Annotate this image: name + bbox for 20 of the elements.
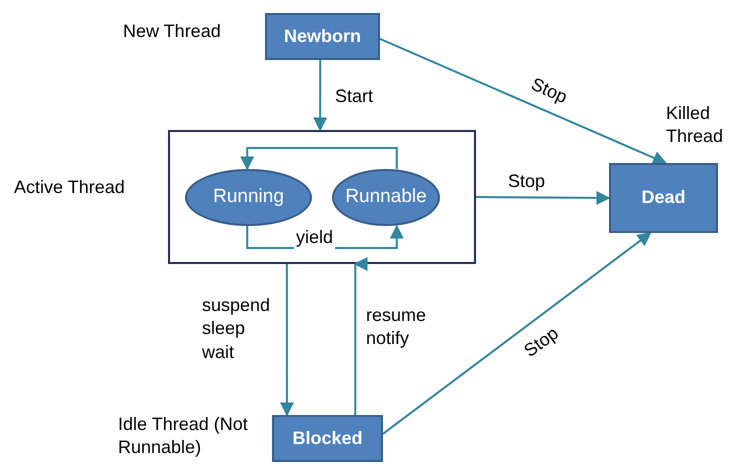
state-caption: Idle Thread (Not Runnable) xyxy=(118,413,249,460)
arrow xyxy=(354,257,368,415)
arrow xyxy=(380,38,667,164)
state-label: Runnable xyxy=(344,186,428,209)
arrow xyxy=(313,60,328,132)
container-box xyxy=(168,130,476,264)
state-label: Newborn xyxy=(282,26,362,48)
state-caption: Active Thread xyxy=(14,176,125,199)
state-caption: Killed Thread xyxy=(666,102,724,148)
state-caption: New Thread xyxy=(123,20,221,43)
state-box xyxy=(265,13,380,60)
state-box xyxy=(272,415,383,462)
state-label: Running xyxy=(212,186,285,209)
arrow xyxy=(476,190,610,205)
arrow xyxy=(240,147,398,170)
state-box xyxy=(609,163,718,233)
state-label: Dead xyxy=(640,187,686,209)
arrow xyxy=(280,264,294,416)
arrow xyxy=(382,232,652,435)
state-label: Blocked xyxy=(291,428,364,450)
